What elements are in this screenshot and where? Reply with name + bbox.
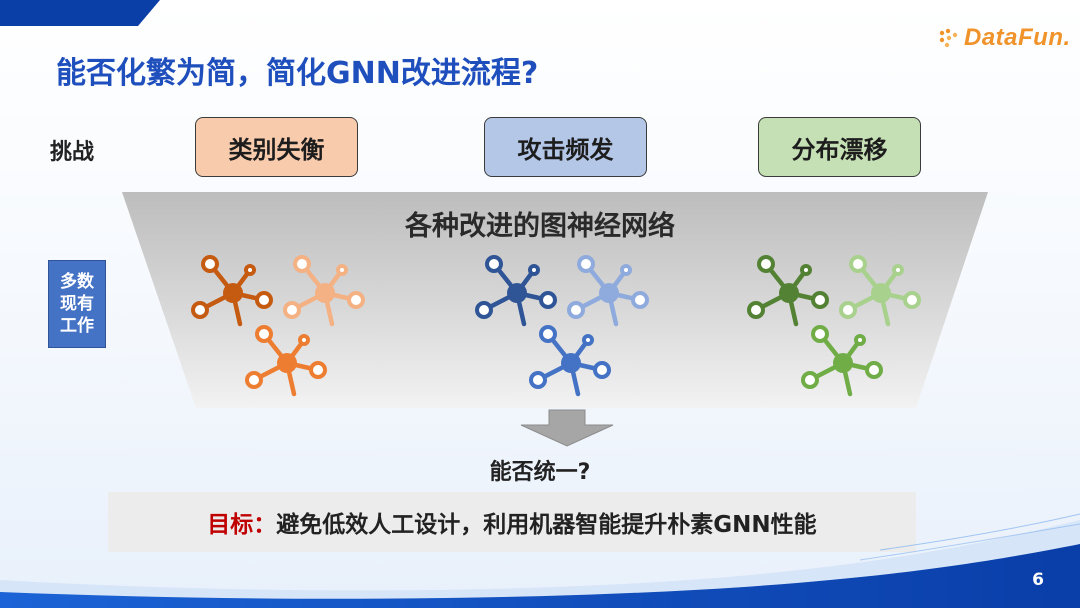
bottom-wave-decoration bbox=[0, 513, 1080, 608]
graph-network-icon bbox=[567, 255, 649, 327]
down-arrow-icon bbox=[520, 409, 614, 447]
graph-network-icon bbox=[839, 255, 921, 327]
logo-text: DataFun. bbox=[964, 24, 1071, 51]
graph-network-icon bbox=[529, 325, 611, 397]
graph-network-icon bbox=[191, 255, 273, 327]
funnel-title: 各种改进的图神经网络 bbox=[405, 211, 675, 242]
challenge-label: 挑战 bbox=[50, 140, 95, 165]
challenge-distribution-shift: 分布漂移 bbox=[758, 117, 921, 177]
graph-network-icon bbox=[475, 255, 557, 327]
slide-title: 能否化繁为简，简化GNN改进流程? bbox=[56, 56, 539, 91]
logo-dots-icon bbox=[939, 28, 958, 48]
existing-works-line-1: 多数 bbox=[60, 272, 94, 292]
corner-decoration bbox=[0, 0, 160, 26]
goal-box: 目标： 避免低效人工设计，利用机器智能提升朴素GNN性能 bbox=[108, 492, 916, 552]
graph-network-icon bbox=[747, 255, 829, 327]
datafun-logo: DataFun. bbox=[938, 22, 1071, 54]
existing-works-line-2: 现有 bbox=[60, 294, 94, 314]
graph-network-icon bbox=[283, 255, 365, 327]
existing-works-line-3: 工作 bbox=[60, 316, 94, 336]
page-number: 6 bbox=[1032, 570, 1044, 590]
goal-label: 目标： bbox=[207, 512, 277, 538]
challenge-class-imbalance: 类别失衡 bbox=[195, 117, 358, 177]
graph-network-icon bbox=[801, 325, 883, 397]
unify-question: 能否统一? bbox=[489, 460, 591, 485]
goal-text: 避免低效人工设计，利用机器智能提升朴素GNN性能 bbox=[276, 512, 817, 538]
challenge-attacks: 攻击频发 bbox=[484, 117, 647, 177]
existing-works-label: 多数 现有 工作 bbox=[48, 260, 106, 348]
graph-network-icon bbox=[245, 325, 327, 397]
